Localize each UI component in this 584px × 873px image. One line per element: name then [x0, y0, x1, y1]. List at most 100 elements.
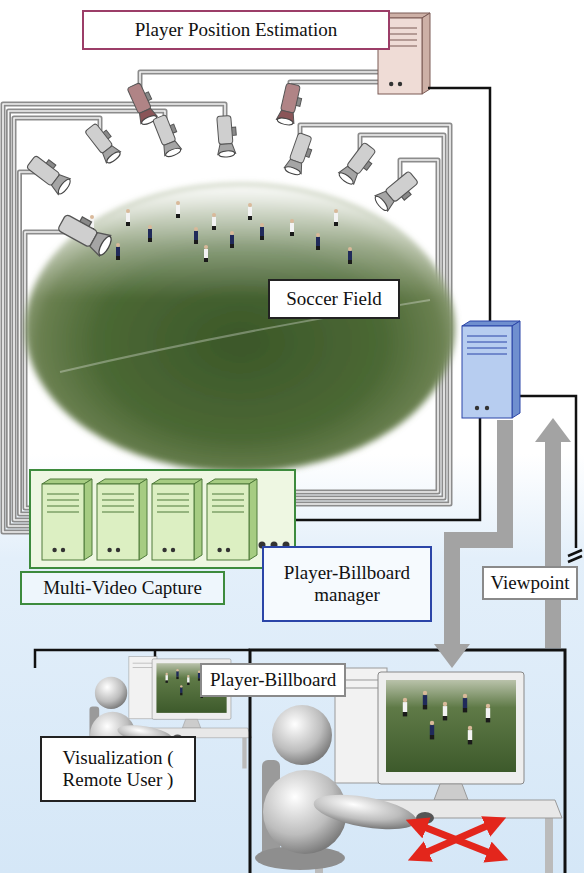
player-body	[187, 677, 189, 682]
player-legs	[463, 708, 467, 712]
server-slot	[467, 336, 507, 337]
viewpoint-flow	[545, 440, 561, 648]
player-body	[180, 688, 182, 693]
user-label: Visualization ( Remote User )	[40, 736, 196, 802]
player-legs	[176, 677, 178, 679]
server-side	[84, 479, 92, 560]
player-legs	[180, 693, 182, 695]
player-head	[116, 243, 120, 247]
tower-slot	[342, 680, 380, 681]
player-head	[126, 209, 130, 213]
player-head	[204, 245, 208, 249]
player-legs	[423, 705, 427, 709]
server-top	[462, 321, 520, 326]
player-legs	[230, 244, 234, 248]
server-side	[249, 479, 257, 560]
camera-lens	[56, 178, 72, 196]
player-head	[290, 219, 294, 223]
player-body	[148, 229, 152, 238]
monitor-stand	[182, 719, 200, 728]
desk-leg	[242, 736, 246, 768]
player-body	[486, 708, 490, 718]
server-slot	[467, 342, 507, 343]
player-head	[316, 233, 320, 237]
camera-lens	[97, 235, 114, 257]
camera-icon	[151, 113, 185, 158]
camera-lens	[219, 150, 235, 157]
camera-icon	[337, 141, 380, 188]
server-led	[116, 548, 120, 552]
player-body	[430, 725, 434, 735]
viewpoint-flow-head	[535, 418, 571, 442]
player-head	[403, 698, 407, 702]
player-head	[468, 726, 472, 730]
player-legs	[334, 222, 338, 226]
server-side	[194, 479, 202, 560]
server-slot	[157, 512, 189, 513]
player-head	[180, 685, 182, 687]
server-slot	[212, 500, 244, 501]
label-text: Soccer Field	[278, 288, 390, 310]
player-legs	[260, 236, 264, 240]
camera-body	[127, 83, 151, 114]
player-legs	[290, 232, 294, 236]
camera-lens	[105, 150, 121, 165]
mouse-motion-arrow	[416, 821, 498, 857]
player-legs	[430, 735, 434, 739]
server-front	[97, 484, 139, 560]
camera-lens	[373, 195, 389, 213]
server-front	[152, 484, 194, 560]
server-front	[207, 484, 249, 560]
server-side	[139, 479, 147, 560]
server-icon	[152, 479, 202, 560]
player-legs	[116, 256, 120, 260]
camera-icon	[276, 82, 305, 126]
server-icon	[97, 479, 147, 560]
server-led	[61, 548, 65, 552]
player-body	[230, 235, 234, 244]
camera-body	[281, 83, 301, 113]
camera-icon	[283, 132, 316, 177]
server-led	[107, 548, 111, 552]
soccer-field	[25, 184, 455, 472]
player-head	[176, 669, 178, 671]
player-head	[230, 231, 234, 235]
player-body	[212, 217, 216, 226]
flow-label: Player-Billboard	[200, 663, 346, 697]
player-legs	[443, 716, 447, 720]
server-led	[485, 406, 489, 410]
player-body	[316, 237, 320, 246]
field-label: Soccer Field	[268, 279, 400, 319]
player-head	[166, 673, 168, 675]
remote-user-large	[255, 668, 562, 873]
server-side	[512, 321, 520, 418]
capture-panel	[30, 470, 295, 568]
player-body	[204, 249, 208, 258]
server-slot	[47, 494, 79, 495]
server-slot	[102, 506, 134, 507]
server-led	[226, 548, 230, 552]
player-head	[348, 247, 352, 251]
player-body	[194, 231, 198, 240]
break-mark	[568, 556, 582, 562]
system-label: Player-Billboard manager	[262, 546, 432, 622]
player-head	[486, 704, 490, 708]
player-legs	[187, 683, 189, 685]
player-head	[463, 694, 467, 698]
server-led	[389, 82, 393, 86]
camera-cable	[140, 72, 378, 100]
billboard-flow	[452, 420, 505, 646]
player-body	[116, 247, 120, 256]
tower-slot	[342, 688, 380, 689]
player-head	[187, 675, 189, 677]
server-slot	[157, 506, 189, 507]
camera-icon	[25, 152, 74, 197]
player-legs	[212, 226, 216, 230]
tower-slot	[133, 667, 154, 668]
server-slot	[467, 348, 507, 349]
field-haze	[25, 184, 455, 472]
player-head	[148, 225, 152, 229]
server-slot	[212, 512, 244, 513]
player-body	[348, 251, 352, 260]
